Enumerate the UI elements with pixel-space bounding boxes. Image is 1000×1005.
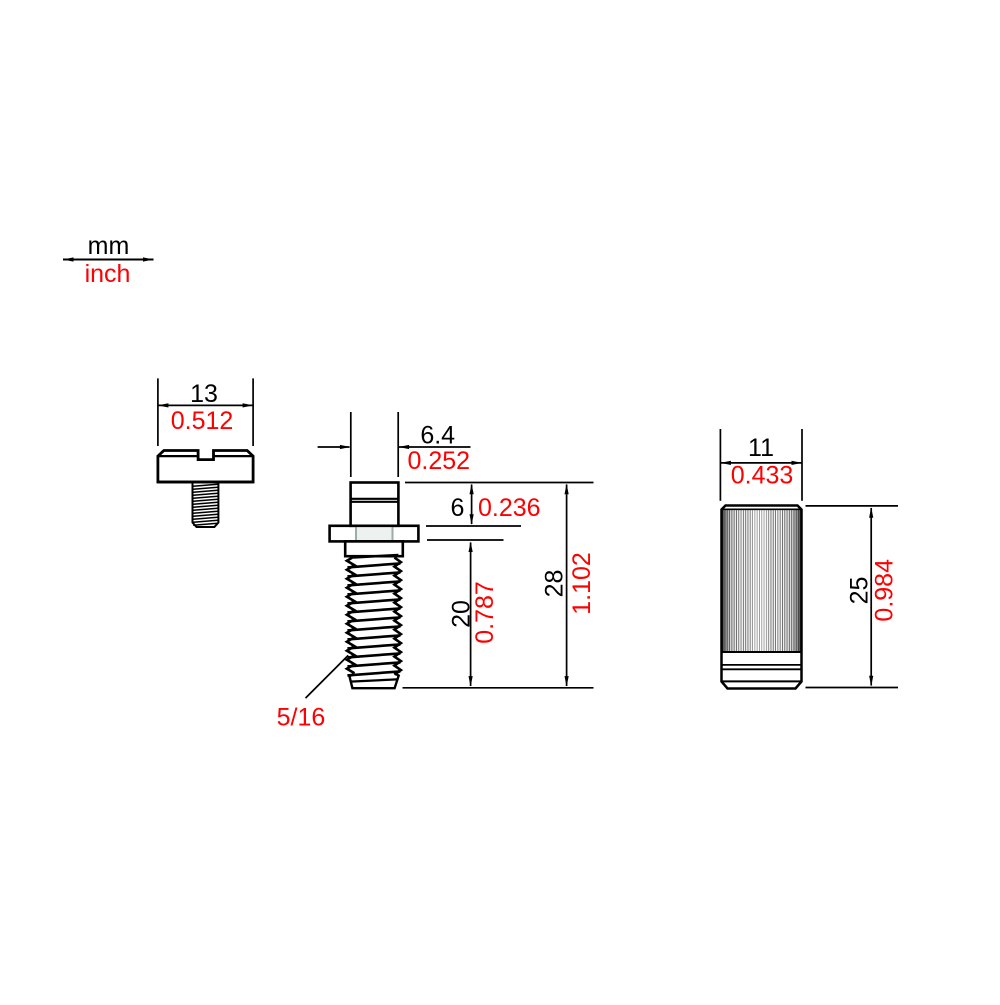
- svg-text:25: 25: [846, 577, 874, 605]
- svg-text:28: 28: [541, 570, 569, 598]
- svg-text:6.4: 6.4: [420, 422, 455, 450]
- svg-text:inch: inch: [85, 260, 131, 288]
- svg-text:0.236: 0.236: [478, 494, 541, 522]
- svg-text:11: 11: [748, 434, 774, 462]
- svg-text:20: 20: [448, 600, 476, 628]
- svg-text:13: 13: [190, 380, 218, 408]
- svg-text:1.102: 1.102: [568, 552, 596, 615]
- svg-text:mm: mm: [88, 232, 130, 260]
- svg-text:0.787: 0.787: [471, 581, 499, 644]
- svg-text:6: 6: [451, 494, 465, 522]
- svg-text:0.512: 0.512: [171, 407, 234, 435]
- svg-text:0.433: 0.433: [731, 462, 794, 490]
- svg-text:0.252: 0.252: [408, 447, 471, 475]
- svg-text:0.984: 0.984: [871, 559, 899, 622]
- svg-text:5/16: 5/16: [277, 703, 326, 731]
